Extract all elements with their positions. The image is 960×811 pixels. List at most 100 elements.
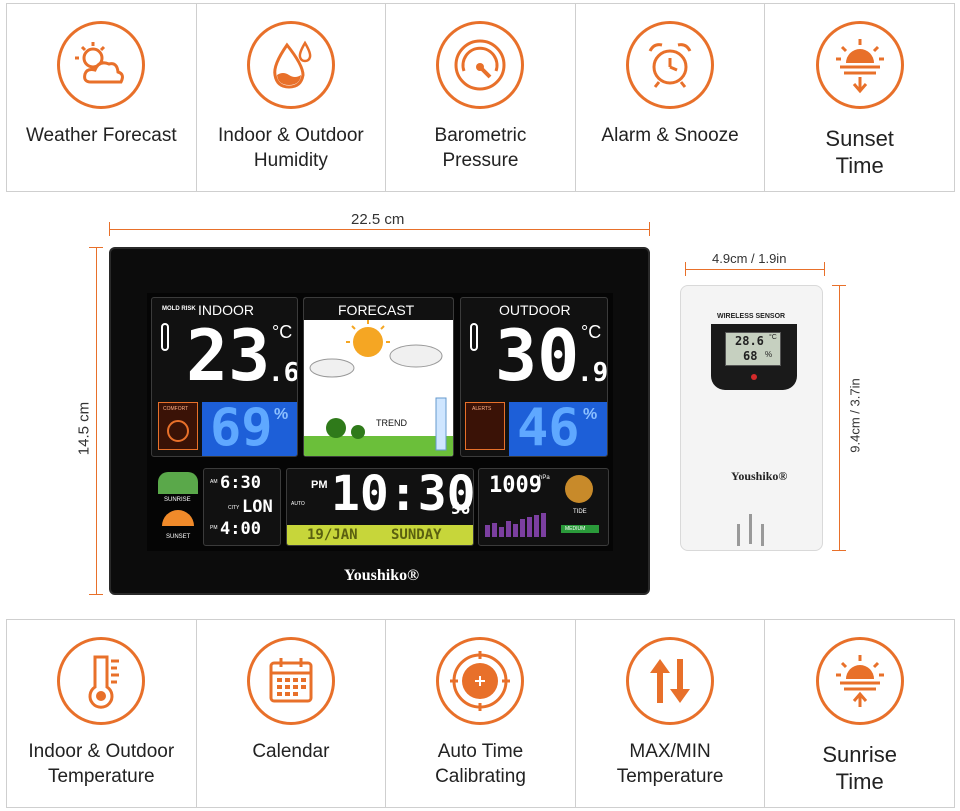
feature-label: Barometric Pressure	[434, 125, 527, 171]
sensor-brand: Youshiko®	[731, 469, 788, 483]
sensor-lcd	[725, 332, 781, 366]
weekday-value: SUNDAY	[391, 527, 442, 543]
tick	[89, 594, 103, 595]
sensor-temp-unit: °C	[769, 334, 777, 341]
forecast-header	[304, 298, 453, 320]
celsius-unit: °C	[272, 322, 293, 342]
feature-sunset: Sunset Time	[764, 3, 955, 192]
tide-bar	[561, 525, 599, 533]
height-line	[96, 247, 97, 595]
pressure-panel: 1009 hPa TIDE MEDIUM	[478, 468, 609, 546]
calendar-icon	[246, 637, 335, 725]
features-bottom-row: Indoor & Outdoor Temperature Calendar Au…	[6, 619, 955, 808]
sunset-icon	[815, 21, 904, 109]
sunset-time: 4:00	[220, 519, 261, 539]
sun-cloud-icon	[57, 21, 146, 109]
sensor-temp: 28.6	[735, 334, 764, 348]
mountain-icon	[158, 472, 198, 494]
feature-label: Indoor & Outdoor Temperature	[28, 741, 175, 787]
sun-times-panel: AM 6:30 CITY LON PM 4:00	[203, 468, 281, 546]
clock-pm: PM	[311, 479, 328, 491]
percent-unit: %	[274, 406, 289, 423]
sunset-icon	[162, 510, 194, 526]
thermometer-icon	[57, 637, 146, 725]
sensor-slot	[737, 524, 740, 546]
width-line	[109, 229, 650, 230]
sensor-title: WIRELESS SENSOR	[717, 313, 786, 320]
gauge-icon	[436, 21, 525, 109]
feature-alarm: Alarm & Snooze	[574, 3, 766, 192]
clock-seconds: 56	[451, 499, 471, 518]
feature-max-min: MAX/MIN Temperature	[574, 619, 766, 808]
indoor-label: INDOOR	[198, 302, 254, 318]
sensor-width-line	[685, 269, 825, 270]
feature-auto-time: Auto Time Calibrating	[385, 619, 576, 808]
feature-label: Alarm & Snooze	[601, 125, 739, 146]
alerts-label: ALERTS	[472, 406, 492, 412]
tick	[649, 222, 650, 236]
sensor-width-dimension: 4.9cm / 1.9in	[712, 251, 787, 266]
sensor-slot	[761, 524, 764, 546]
target-icon	[436, 637, 525, 725]
pressure-unit: hPa	[539, 475, 550, 481]
outdoor-temperature: 30	[495, 315, 580, 397]
alarm-clock-icon	[626, 21, 715, 109]
pressure-value: 1009	[489, 473, 542, 498]
feature-weather-forecast: Weather Forecast	[6, 3, 197, 192]
indoor-panel: MOLD RISK INDOOR 23 .6 °C 69 % COMFORT	[151, 297, 298, 457]
wireless-sensor: WIRELESS SENSOR 28.6 °C 68 % Youshiko®	[680, 285, 823, 551]
tick	[824, 262, 825, 276]
feature-label: Calendar	[252, 741, 330, 762]
sensor-height-dimension: 9.4cm / 3.7in	[847, 378, 863, 453]
city-label: CITY	[228, 505, 240, 511]
thermometer-icon	[161, 323, 169, 351]
feature-pressure: Barometric Pressure	[385, 3, 576, 192]
feature-temperature: Indoor & Outdoor Temperature	[6, 619, 197, 808]
outdoor-temperature-decimal: .9	[577, 358, 608, 388]
up-down-arrows-icon	[626, 637, 715, 725]
clock-panel: AUTO PM 10:30 56 19/JAN SUNDAY	[286, 468, 474, 546]
forecast-panel: FORECAST TREND	[303, 297, 454, 457]
percent-unit: %	[583, 406, 598, 423]
indoor-temperature-decimal: .6	[268, 358, 298, 388]
feature-label: Weather Forecast	[25, 125, 177, 146]
smiley-icon	[167, 420, 189, 442]
indoor-humidity: 69	[210, 398, 273, 457]
forecast-sun-cloud-icon	[304, 320, 453, 456]
width-dimension: 22.5 cm	[351, 211, 405, 228]
feature-calendar: Calendar	[195, 619, 387, 808]
forecast-label: FORECAST	[338, 302, 415, 318]
am-label: AM	[210, 479, 218, 485]
date-bar	[287, 525, 473, 545]
thermometer-icon	[470, 323, 478, 351]
moon-icon	[565, 475, 593, 503]
feature-humidity: Indoor & Outdoor Humidity	[195, 3, 387, 192]
tick	[685, 262, 686, 276]
outdoor-humidity-bg	[509, 402, 607, 456]
feature-label: Indoor & Outdoor Humidity	[218, 125, 364, 171]
indoor-temperature: 23	[186, 315, 271, 397]
sensor-humidity-unit: %	[765, 350, 773, 359]
sensor-slot	[749, 514, 752, 544]
city-name: LON	[242, 497, 273, 517]
sensor-humidity: 68	[743, 349, 758, 363]
feature-label: Auto Time Calibrating	[435, 741, 526, 787]
feature-label: Sunrise Time	[822, 742, 897, 794]
sunrise-time: 6:30	[220, 473, 261, 493]
pm-label: PM	[210, 525, 218, 531]
tide-label: TIDE	[573, 509, 587, 515]
tick	[109, 222, 110, 236]
outdoor-label: OUTDOOR	[499, 302, 571, 318]
alerts-box	[465, 402, 505, 450]
sunset-label: SUNSET	[166, 534, 191, 540]
feature-sunrise: Sunrise Time	[764, 619, 955, 808]
date-value: 19/JAN	[307, 527, 358, 543]
pressure-history-bars	[485, 513, 546, 537]
comfort-label: COMFORT	[163, 406, 189, 412]
outdoor-panel: OUTDOOR 30 .9 °C 46 % ALERTS	[460, 297, 608, 457]
water-drop-icon	[246, 21, 335, 109]
tide-level: MEDIUM	[565, 526, 586, 532]
sensor-led	[751, 374, 757, 380]
tick	[832, 285, 846, 286]
outdoor-humidity: 46	[517, 398, 580, 457]
